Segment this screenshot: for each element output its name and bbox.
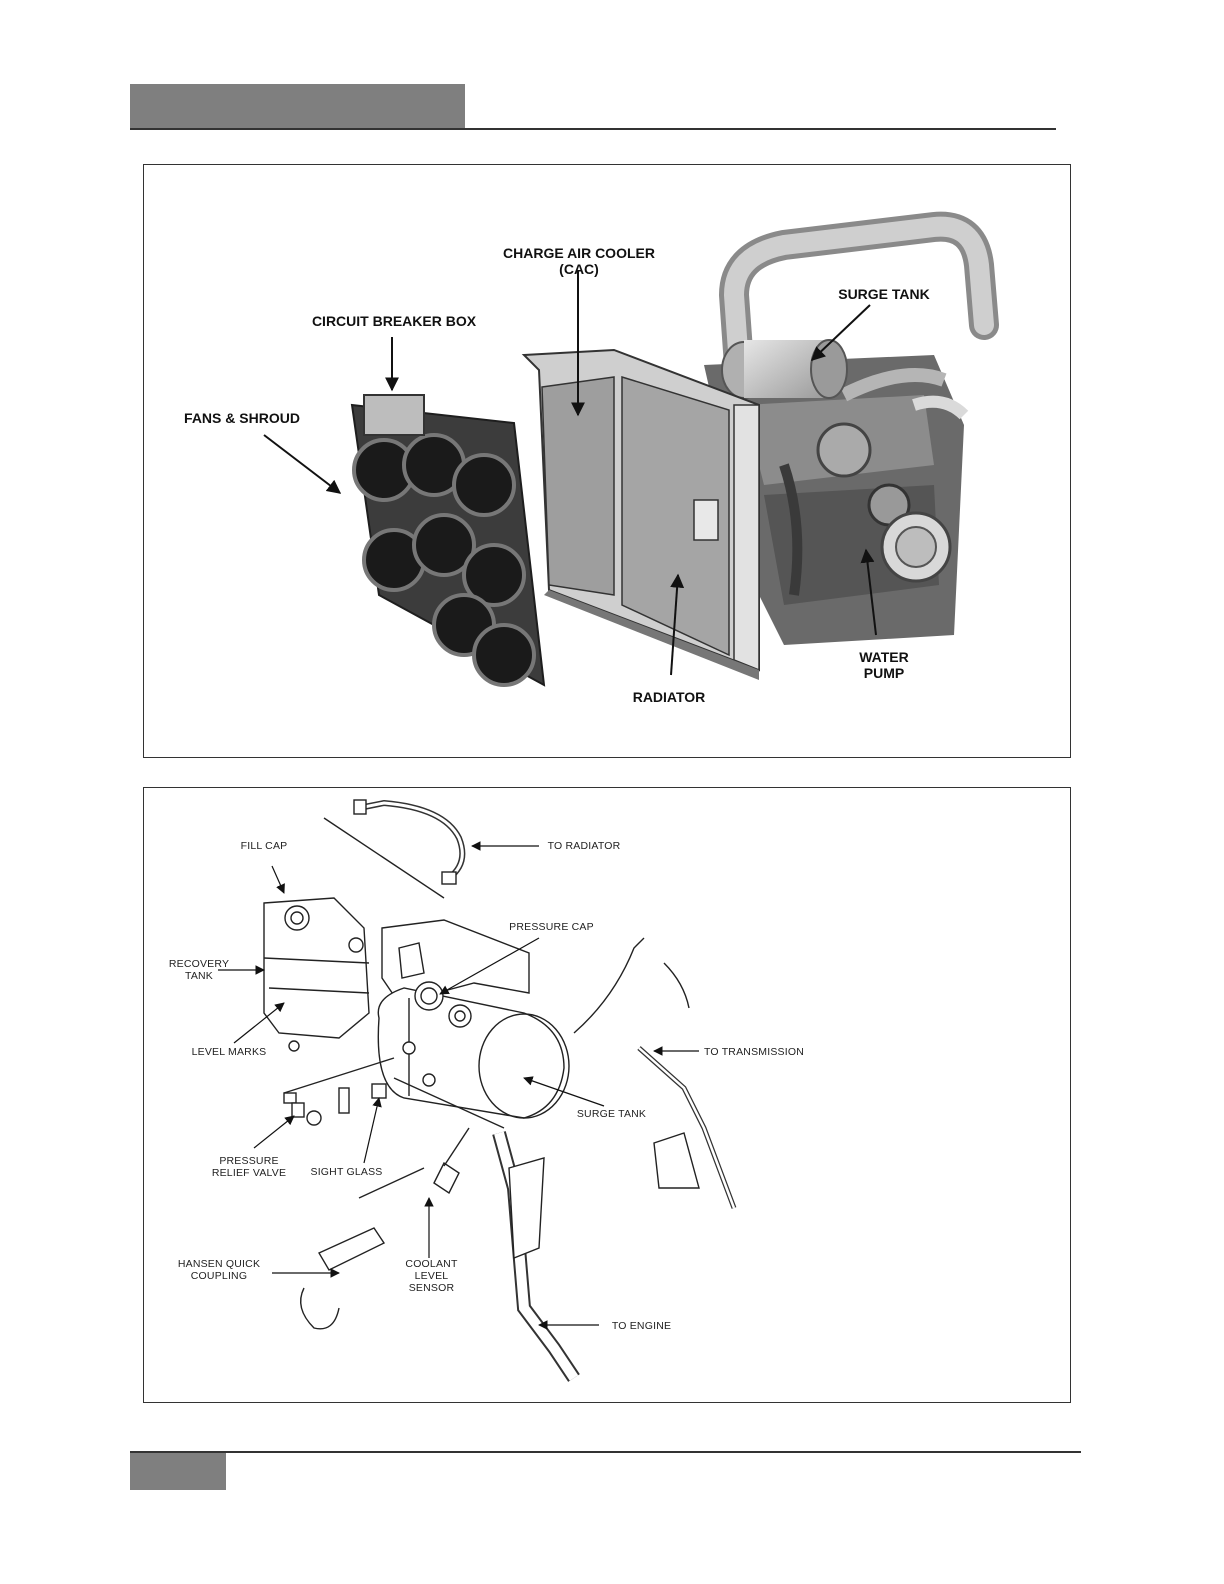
surge-tank-label: SURGE TANK	[824, 286, 944, 302]
coolant-text-2: LEVEL	[394, 1270, 469, 1282]
water-pump-label: WATER PUMP	[839, 649, 929, 681]
coolant-text-1: COOLANT	[394, 1258, 469, 1270]
surge-tank-label-2: SURGE TANK	[569, 1108, 654, 1120]
surge-tank-exploded-figure: FILL CAP TO RADIATOR PRESSURE CAP RECOVE…	[143, 787, 1071, 1403]
coolant-text-3: SENSOR	[394, 1282, 469, 1294]
surge-tank-exploded-drawing	[144, 788, 1070, 1402]
to-radiator-label: TO RADIATOR	[539, 840, 629, 852]
fans-shroud-label: FANS & SHROUD	[172, 410, 312, 426]
charge-air-cooler-label: CHARGE AIR COOLER (CAC)	[489, 245, 669, 277]
header-rule	[130, 128, 1056, 130]
radiator-cac	[524, 350, 759, 680]
surge-tank	[722, 340, 847, 398]
water-pump-text-2: PUMP	[839, 665, 929, 681]
to-engine-label: TO ENGINE	[599, 1320, 684, 1332]
circuit-breaker-box-label: CIRCUIT BREAKER BOX	[294, 313, 494, 329]
circuit-breaker-box-shape	[364, 395, 424, 435]
hansen-text-2: COUPLING	[169, 1270, 269, 1282]
header-tab	[130, 84, 465, 129]
water-pump-text-1: WATER	[839, 649, 929, 665]
pressure-relief-text-1: PRESSURE	[204, 1155, 294, 1167]
pressure-relief-text-2: RELIEF VALVE	[204, 1167, 294, 1179]
fill-cap-label: FILL CAP	[224, 840, 304, 852]
fans-shroud	[352, 395, 544, 685]
charge-air-cooler-text: CHARGE AIR COOLER	[489, 245, 669, 261]
level-marks-label: LEVEL MARKS	[189, 1046, 269, 1058]
radiator-label: RADIATOR	[614, 689, 724, 705]
sight-glass-label: SIGHT GLASS	[304, 1166, 389, 1178]
recovery-tank-label: RECOVERY TANK	[164, 958, 234, 982]
cooling-module-figure: CHARGE AIR COOLER (CAC) SURGE TANK CIRCU…	[143, 164, 1071, 758]
charge-air-cooler-abbr: (CAC)	[489, 261, 669, 277]
coolant-level-sensor-label: COOLANT LEVEL SENSOR	[394, 1258, 469, 1294]
footer-rule	[130, 1451, 1081, 1453]
footer-tab	[130, 1453, 226, 1490]
pressure-relief-valve-label: PRESSURE RELIEF VALVE	[204, 1155, 294, 1179]
hansen-text-1: HANSEN QUICK	[169, 1258, 269, 1270]
pressure-cap-label: PRESSURE CAP	[504, 921, 599, 933]
recovery-tank-text-1: RECOVERY	[164, 958, 234, 970]
to-transmission-label: TO TRANSMISSION	[699, 1046, 809, 1058]
hansen-quick-coupling-label: HANSEN QUICK COUPLING	[169, 1258, 269, 1282]
recovery-tank-text-2: TANK	[164, 970, 234, 982]
